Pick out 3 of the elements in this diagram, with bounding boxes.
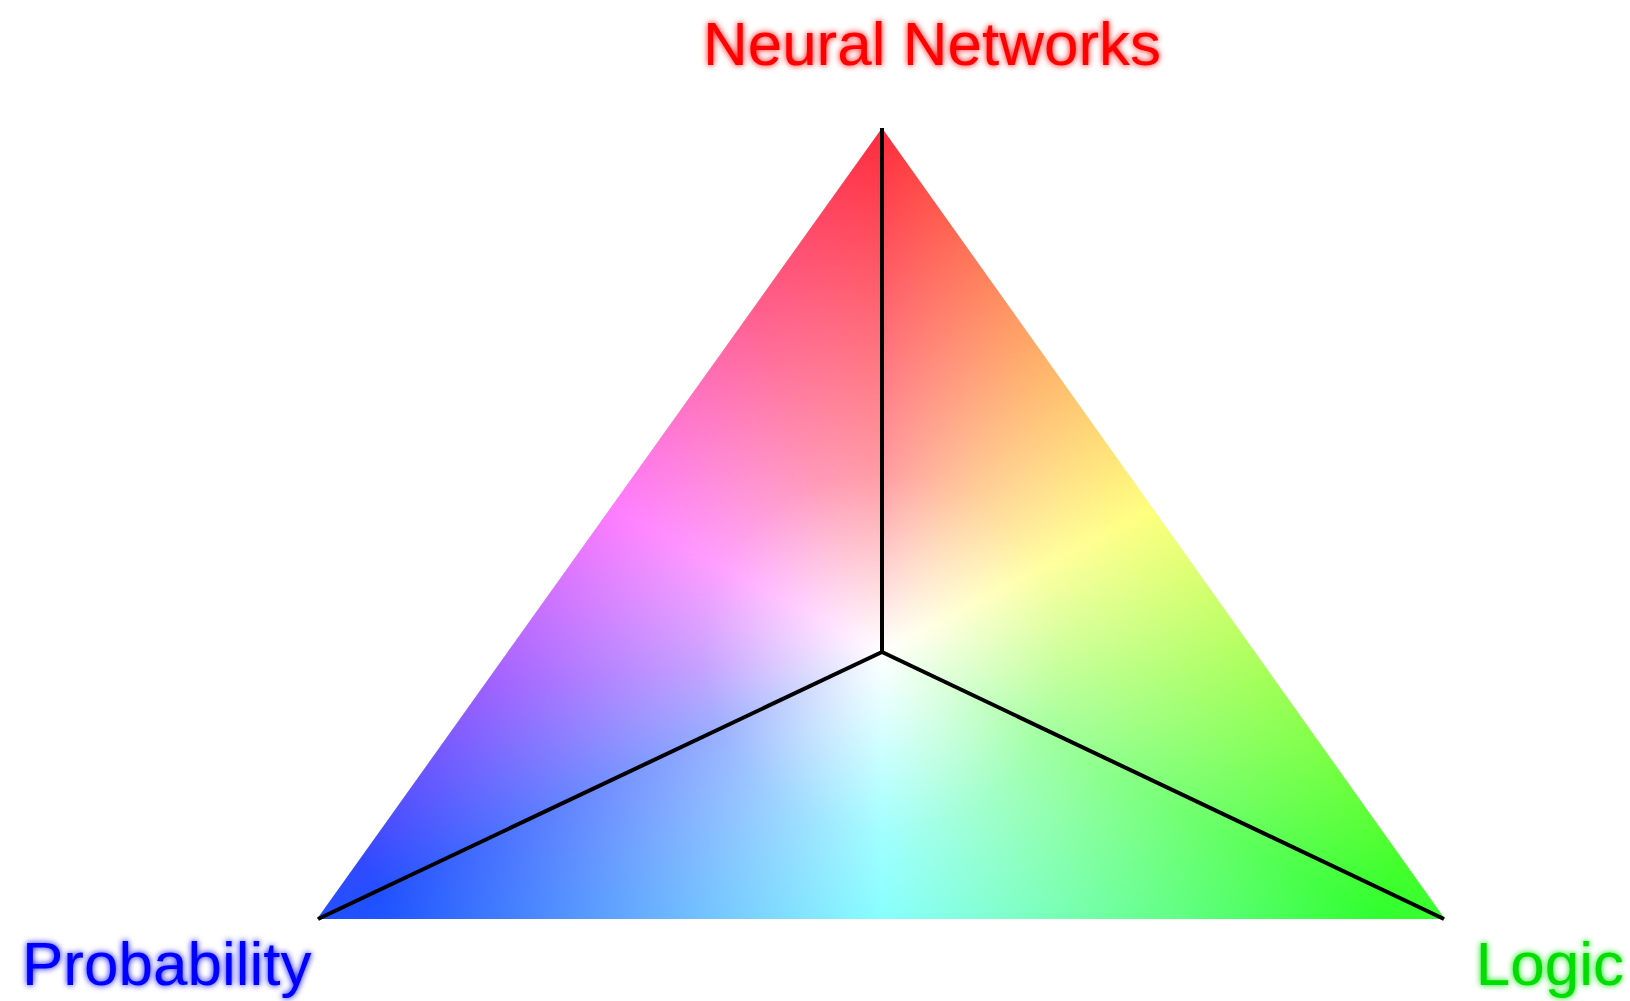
vertex-label: Logic: [1475, 928, 1624, 1000]
vertex-label: Neural Networks: [702, 8, 1162, 80]
vertex-label: Probability: [22, 928, 312, 1000]
